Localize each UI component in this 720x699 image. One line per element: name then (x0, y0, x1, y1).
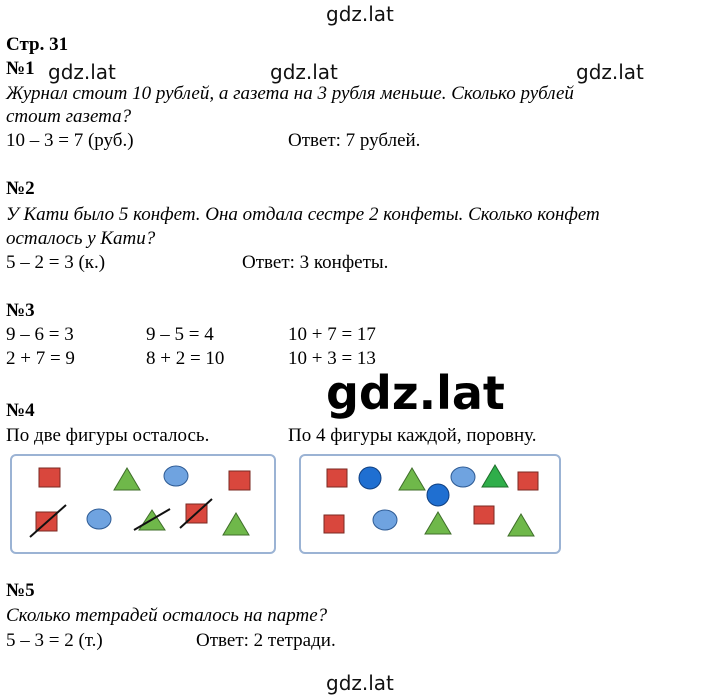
red-square-icon (326, 468, 348, 488)
red-square-icon (38, 467, 61, 488)
watermark-1: gdz.lat (48, 60, 116, 84)
task-2-answer: Ответ: 3 конфеты. (242, 252, 389, 273)
green-triangle-icon (507, 513, 535, 537)
task-1-answer: Ответ: 7 рублей. (288, 130, 421, 151)
task-3-r1-c1: 9 – 6 = 3 (6, 324, 74, 345)
task-3-r1-c2: 9 – 5 = 4 (146, 324, 214, 345)
task-2-solution: 5 – 2 = 3 (к.) (6, 252, 106, 273)
blue-circle-icon (86, 508, 112, 530)
green-triangle-icon (222, 512, 250, 536)
task-3-r2-c1: 2 + 7 = 9 (6, 348, 75, 369)
task-1-question-line2: стоит газета? (6, 106, 132, 127)
strike-line-icon (29, 504, 67, 538)
green-triangle-icon (424, 511, 452, 535)
page-label: Стр. 31 (6, 34, 69, 55)
task-3-number: №3 (6, 300, 35, 321)
task-5-number: №5 (6, 580, 35, 601)
watermark-2: gdz.lat (270, 60, 338, 84)
red-square-icon (323, 514, 345, 534)
watermark-bottom: gdz.lat (326, 671, 394, 695)
blue-circle-icon (163, 465, 189, 487)
task-1-solution: 10 – 3 = 7 (руб.) (6, 130, 134, 151)
strike-line-icon (133, 508, 171, 531)
green-triangle-icon (398, 467, 426, 491)
task-2-question-line1: У Кати было 5 конфет. Она отдала сестре … (6, 204, 600, 225)
watermark-top: gdz.lat (326, 2, 394, 26)
task-4-right-caption: По 4 фигуры каждой, поровну. (288, 425, 537, 446)
task-2-question-line2: осталось у Кати? (6, 228, 156, 249)
green-triangle-icon (113, 467, 141, 491)
strike-line-icon (179, 498, 213, 529)
blue-circle-icon (450, 466, 476, 488)
watermark-3: gdz.lat (576, 60, 644, 84)
task-5-question: Сколько тетрадей осталось на парте? (6, 605, 328, 626)
watermark-big: gdz.lat (326, 366, 505, 420)
blue-circle-icon (358, 466, 382, 490)
red-square-icon (517, 471, 539, 491)
task-5-answer: Ответ: 2 тетради. (196, 630, 336, 651)
task-5-solution: 5 – 3 = 2 (т.) (6, 630, 103, 651)
task-3-r2-c3: 10 + 3 = 13 (288, 348, 376, 366)
task-2-number: №2 (6, 178, 35, 199)
task-3-r1-c3: 10 + 7 = 17 (288, 324, 376, 345)
task-4-number: №4 (6, 400, 35, 421)
blue-circle-icon (426, 483, 450, 507)
task-4-left-caption: По две фигуры осталось. (6, 425, 210, 446)
task-1-question-line1: Журнал стоит 10 рублей, а газета на 3 ру… (6, 83, 574, 104)
task-1-number: №1 (6, 58, 35, 79)
green-triangle-icon (481, 464, 509, 488)
blue-circle-icon (372, 509, 398, 531)
red-square-icon (473, 505, 495, 525)
red-square-icon (228, 470, 251, 491)
task-3-r2-c2: 8 + 2 = 10 (146, 348, 225, 369)
